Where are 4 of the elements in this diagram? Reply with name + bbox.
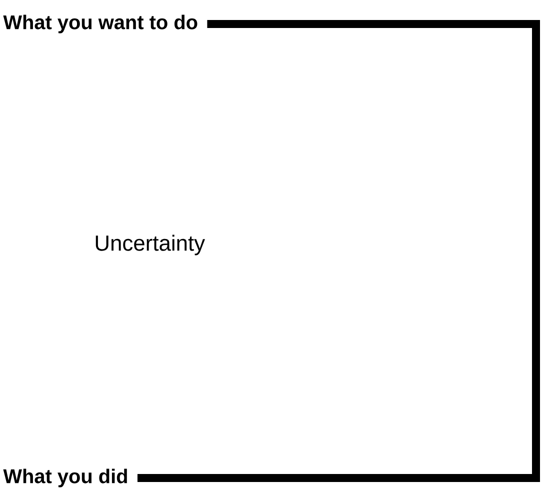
heading-text: What you did: [3, 468, 127, 488]
label-text: Uncertainty: [96, 234, 205, 256]
bracket-line: [137, 20, 540, 482]
heading-text: What you want to do: [3, 14, 198, 34]
